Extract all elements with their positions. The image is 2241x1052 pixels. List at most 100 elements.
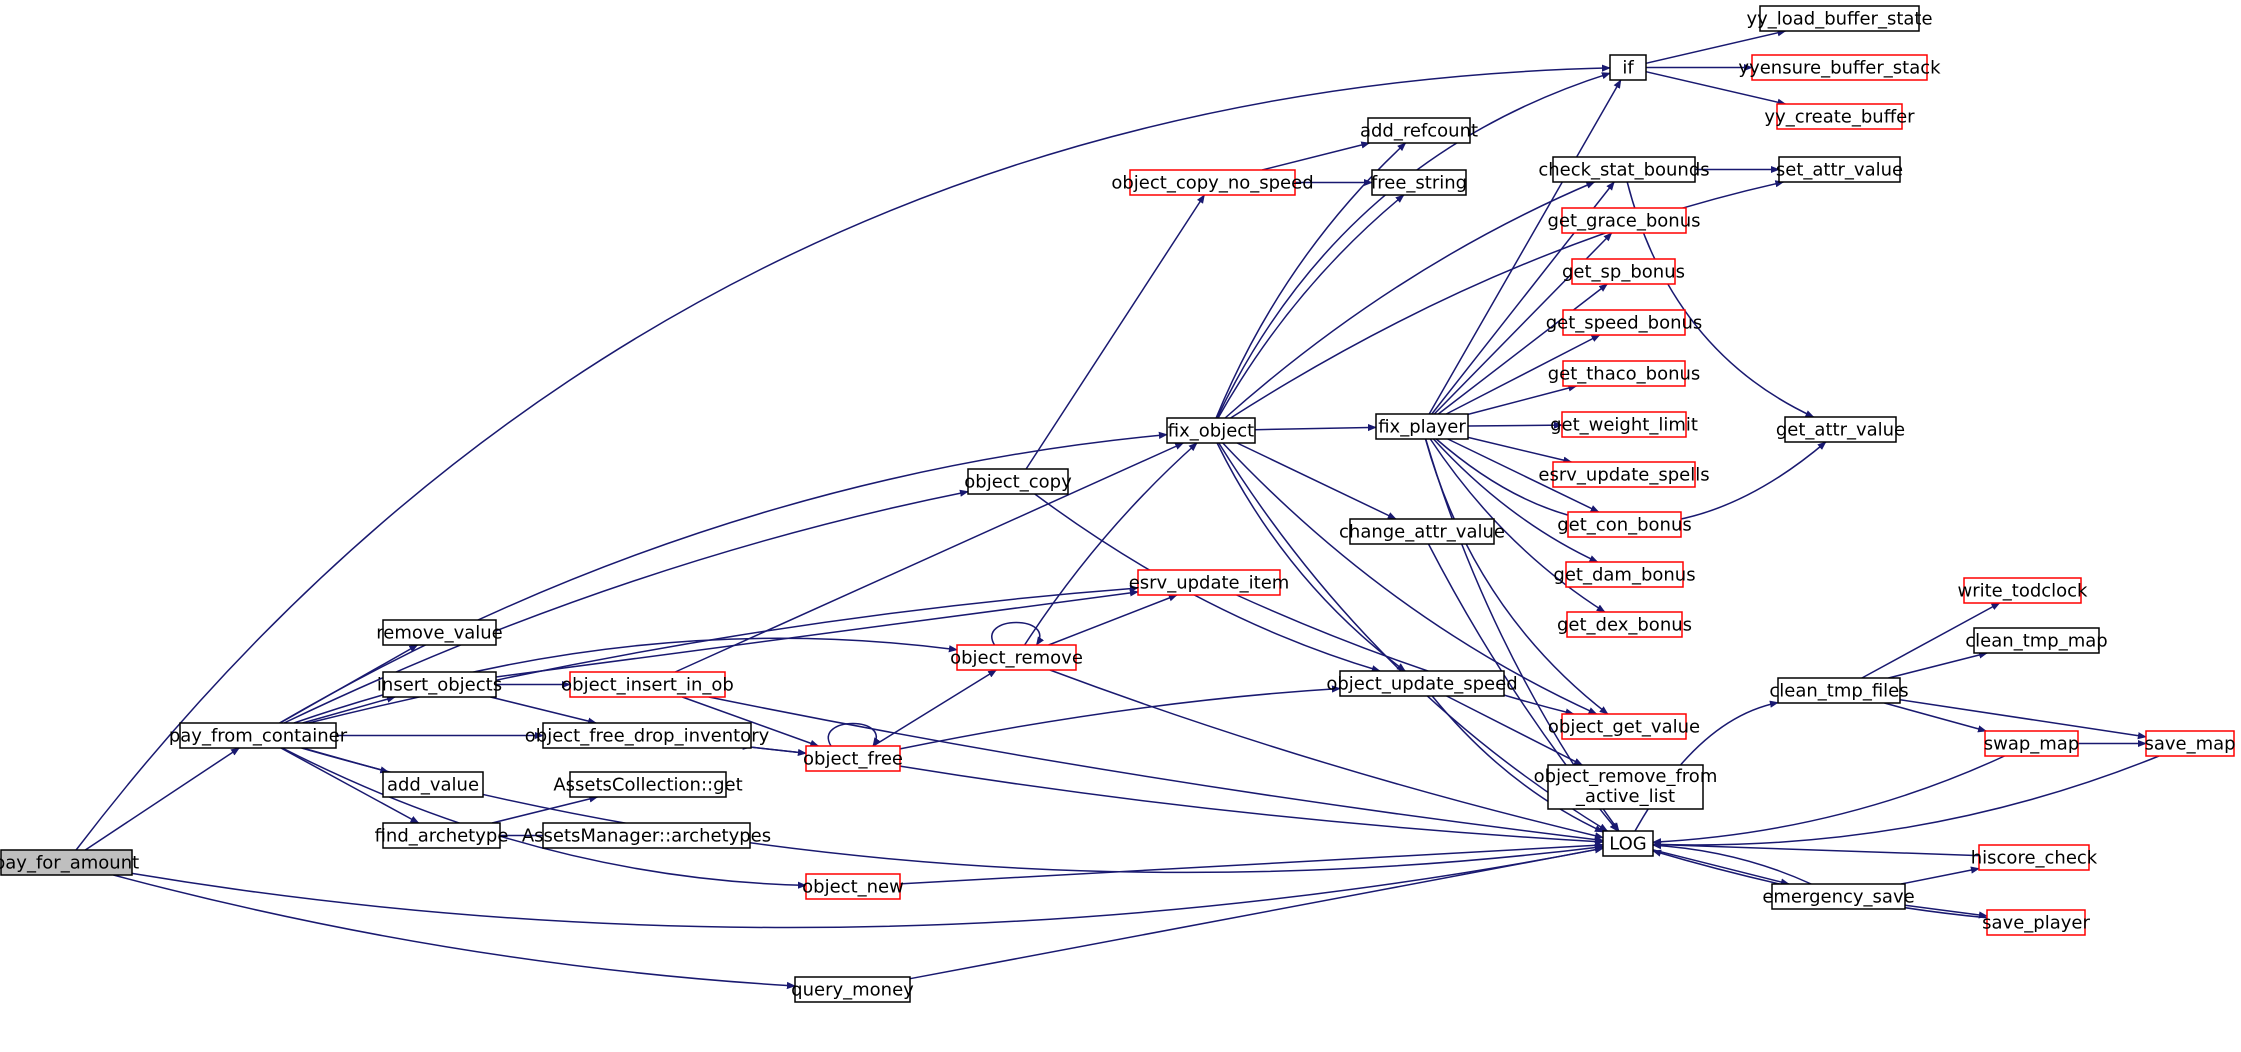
node-box-object-new[interactable] — [805, 873, 901, 900]
node-box-log[interactable] — [1602, 830, 1654, 857]
node-box-remove-value[interactable] — [382, 619, 497, 646]
node-box-object-copy[interactable] — [967, 468, 1069, 495]
node-fix-object[interactable]: fix_object — [1166, 417, 1256, 444]
node-log[interactable]: LOG — [1602, 830, 1654, 857]
node-query-money[interactable]: query_money — [791, 976, 914, 1003]
node-box-esrv-update-item[interactable] — [1137, 569, 1281, 596]
node-if[interactable]: if — [1609, 54, 1647, 81]
node-box-insert-objects[interactable] — [382, 671, 497, 698]
node-fix-player[interactable]: fix_player — [1375, 413, 1469, 440]
node-box-object-free-drop-inventory[interactable] — [542, 722, 752, 749]
node-box-save-player[interactable] — [1986, 909, 2086, 936]
node-object-remove-from-active-list[interactable]: object_remove_from_active_list — [1534, 764, 1718, 810]
node-box-assetsmanager-archetypes[interactable] — [542, 822, 751, 849]
node-box-swap-map[interactable] — [1984, 730, 2079, 757]
node-find-archetype[interactable]: find_archetype — [375, 822, 509, 849]
node-pay-from-container[interactable]: pay_from_container — [169, 722, 348, 749]
node-box-esrv-update-spells[interactable] — [1552, 461, 1696, 488]
node-object-copy[interactable]: object_copy — [964, 468, 1072, 495]
node-get-sp-bonus[interactable]: get_sp_bonus — [1562, 258, 1685, 285]
node-get-dam-bonus[interactable]: get_dam_bonus — [1553, 561, 1696, 588]
node-box-if[interactable] — [1609, 54, 1647, 81]
node-box-pay-from-container[interactable] — [179, 722, 337, 749]
node-get-con-bonus[interactable]: get_con_bonus — [1557, 511, 1692, 538]
node-box-get-dex-bonus[interactable] — [1566, 611, 1683, 638]
node-yy-load-buffer-state[interactable]: yy_load_buffer_state — [1746, 5, 1933, 32]
node-box-find-archetype[interactable] — [382, 822, 501, 849]
node-yy-create-buffer[interactable]: yy_create_buffer — [1764, 103, 1915, 130]
node-box-get-grace-bonus[interactable] — [1561, 207, 1687, 234]
node-box-set-attr-value[interactable] — [1778, 156, 1901, 183]
node-box-yy-load-buffer-state[interactable] — [1759, 5, 1920, 32]
node-object-get-value[interactable]: object_get_value — [1548, 713, 1700, 740]
node-insert-objects[interactable]: insert_objects — [377, 671, 502, 698]
node-clean-tmp-map[interactable]: clean_tmp_map — [1965, 627, 2108, 654]
node-check-stat-bounds[interactable]: check_stat_bounds — [1538, 156, 1710, 183]
node-get-grace-bonus[interactable]: get_grace_bonus — [1547, 207, 1701, 234]
node-box-get-attr-value[interactable] — [1784, 416, 1897, 443]
node-get-thaco-bonus[interactable]: get_thaco_bonus — [1548, 360, 1701, 387]
node-add-refcount[interactable]: add_refcount — [1360, 117, 1478, 144]
node-esrv-update-spells[interactable]: esrv_update_spells — [1538, 461, 1710, 488]
node-box-check-stat-bounds[interactable] — [1552, 156, 1696, 183]
node-box-get-con-bonus[interactable] — [1567, 511, 1682, 538]
node-box-object-update-speed[interactable] — [1339, 670, 1505, 697]
node-get-dex-bonus[interactable]: get_dex_bonus — [1557, 611, 1692, 638]
node-set-attr-value[interactable]: set_attr_value — [1776, 156, 1903, 183]
node-box-emergency-save[interactable] — [1771, 883, 1906, 910]
node-box-object-copy-no-speed[interactable] — [1129, 169, 1296, 196]
node-box-free-string[interactable] — [1371, 169, 1467, 196]
node-object-copy-no-speed[interactable]: object_copy_no_speed — [1111, 169, 1314, 196]
node-object-insert-in-ob[interactable]: object_insert_in_ob — [561, 671, 734, 698]
node-box-clean-tmp-map[interactable] — [1973, 627, 2100, 654]
node-box-object-insert-in-ob[interactable] — [569, 671, 726, 698]
node-box-change-attr-value[interactable] — [1349, 518, 1495, 545]
node-box-get-thaco-bonus[interactable] — [1562, 360, 1686, 387]
node-box-yy-create-buffer[interactable] — [1776, 103, 1903, 130]
node-add-value[interactable]: add_value — [382, 771, 484, 798]
node-object-free-drop-inventory[interactable]: object_free_drop_inventory — [525, 722, 770, 749]
node-box-pay-for-amount[interactable] — [0, 849, 133, 876]
node-object-new[interactable]: object_new — [802, 873, 904, 900]
node-esrv-update-item[interactable]: esrv_update_item — [1129, 569, 1290, 596]
node-box-query-money[interactable] — [794, 976, 911, 1003]
node-save-map[interactable]: save_map — [2144, 730, 2236, 757]
node-pay-for-amount[interactable]: pay_for_amount — [0, 849, 139, 876]
node-get-speed-bonus[interactable]: get_speed_bonus — [1546, 309, 1703, 336]
node-box-write-todclock[interactable] — [1963, 577, 2082, 604]
node-save-player[interactable]: save_player — [1982, 909, 2090, 936]
node-get-attr-value[interactable]: get_attr_value — [1776, 416, 1905, 443]
node-yyensure-buffer-stack[interactable]: yyensure_buffer_stack — [1738, 54, 1941, 81]
node-box-object-get-value[interactable] — [1561, 713, 1687, 740]
node-emergency-save[interactable]: emergency_save — [1762, 883, 1915, 910]
node-object-free[interactable]: object_free — [803, 745, 903, 772]
node-get-weight-limit[interactable]: get_weight_limit — [1550, 411, 1698, 438]
node-box-save-map[interactable] — [2145, 730, 2235, 757]
node-box-fix-player[interactable] — [1375, 413, 1469, 440]
node-object-update-speed[interactable]: object_update_speed — [1326, 670, 1518, 697]
node-box-yyensure-buffer-stack[interactable] — [1751, 54, 1928, 81]
node-write-todclock[interactable]: write_todclock — [1958, 577, 2089, 604]
node-box-clean-tmp-files[interactable] — [1777, 677, 1901, 704]
node-box-get-dam-bonus[interactable] — [1565, 561, 1684, 588]
node-hiscore-check[interactable]: hiscore_check — [1971, 844, 2098, 871]
node-change-attr-value[interactable]: change_attr_value — [1339, 518, 1505, 545]
node-remove-value[interactable]: remove_value — [376, 619, 503, 646]
node-box-assetscollection-get[interactable] — [569, 771, 727, 798]
node-box-hiscore-check[interactable] — [1978, 844, 2090, 871]
node-box-add-value[interactable] — [382, 771, 484, 798]
node-assetsmanager-archetypes[interactable]: AssetsManager::archetypes — [522, 822, 771, 849]
node-object-remove[interactable]: object_remove — [950, 644, 1083, 671]
node-free-string[interactable]: free_string — [1371, 169, 1467, 196]
node-box-fix-object[interactable] — [1166, 417, 1256, 444]
node-box-get-speed-bonus[interactable] — [1562, 309, 1686, 336]
node-box-get-sp-bonus[interactable] — [1571, 258, 1676, 285]
node-assetscollection-get[interactable]: AssetsCollection::get — [553, 771, 743, 798]
node-box-object-remove-from-active-list[interactable] — [1547, 764, 1704, 810]
node-box-object-free[interactable] — [805, 745, 901, 772]
node-box-add-refcount[interactable] — [1367, 117, 1471, 144]
node-box-get-weight-limit[interactable] — [1561, 411, 1687, 438]
node-box-object-remove[interactable] — [956, 644, 1077, 671]
node-clean-tmp-files[interactable]: clean_tmp_files — [1769, 677, 1909, 704]
node-swap-map[interactable]: swap_map — [1984, 730, 2080, 757]
